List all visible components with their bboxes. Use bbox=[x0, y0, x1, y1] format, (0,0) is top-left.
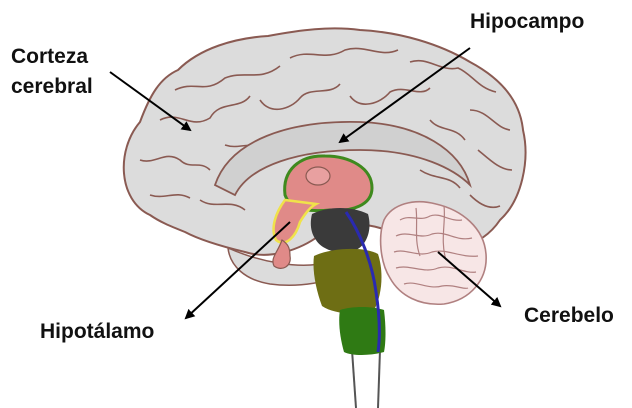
label-corteza-cerebral-line2: cerebral bbox=[11, 73, 93, 100]
spinal-cord-lines bbox=[352, 350, 380, 408]
label-cerebelo: Cerebelo bbox=[524, 302, 614, 329]
thalamus-nucleus bbox=[306, 167, 330, 185]
midbrain bbox=[311, 208, 370, 252]
pons bbox=[313, 249, 381, 314]
label-hipocampo: Hipocampo bbox=[470, 8, 584, 35]
label-hipotalamo: Hipotálamo bbox=[40, 318, 154, 345]
label-corteza-cerebral-line1: Corteza bbox=[11, 43, 88, 70]
